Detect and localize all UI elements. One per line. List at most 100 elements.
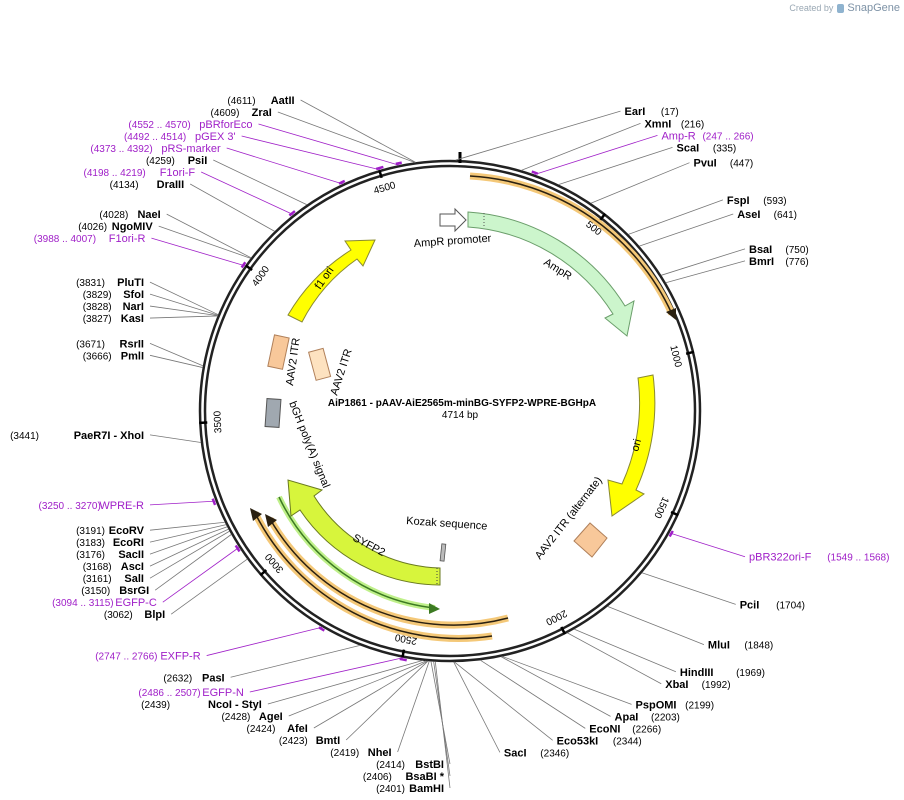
- primer-pgex-3-leader: [241, 135, 381, 171]
- f1-ori-arrow: [287, 239, 376, 323]
- site-bstbi-name: BstBI: [415, 759, 444, 771]
- site-pmli-leader: [149, 354, 203, 368]
- site-asci-position: (3168): [83, 562, 112, 573]
- primer-pbr322ori-f-leader: [669, 532, 746, 558]
- site-zrai-position: (4609): [211, 108, 240, 119]
- aav2-itr-box-2: [308, 347, 332, 381]
- site-asei-leader: [639, 213, 734, 247]
- backbone-outer-ring: [198, 159, 702, 663]
- site-bmti-leader: [345, 660, 429, 741]
- primer-exfp-r-position: (2747 .. 2766): [95, 652, 157, 663]
- site-naei-leader: [166, 213, 252, 259]
- site-agei-leader: [288, 660, 427, 717]
- site-sfoi-name: SfoI: [123, 289, 144, 301]
- site-nari-name: NarI: [123, 301, 144, 313]
- site-pmli-position: (3666): [83, 351, 112, 362]
- site-fspi-name: FspI: [727, 195, 750, 207]
- orf-arc-ampr-head: [666, 308, 676, 320]
- site-bamhi-position: (2401): [376, 784, 405, 795]
- site-apai-position: (2203): [651, 712, 680, 723]
- site-asci-leader: [149, 528, 229, 567]
- feature-label-aav2-itr-2: AAV2 ITR: [328, 347, 354, 396]
- site-rsrii-leader: [149, 342, 204, 367]
- site-ecori-leader: [149, 524, 227, 543]
- tick-label-4000: 4000: [250, 264, 272, 289]
- site-pluti-leader: [149, 281, 219, 316]
- plasmid-title: AiP1861 - pAAV-AiE2565m-minBG-SYFP2-WPRE…: [328, 398, 596, 409]
- site-pasi-leader: [230, 644, 361, 678]
- primer-f1ori-r-name: F1ori-R: [109, 233, 146, 245]
- site-afei-leader: [313, 660, 428, 729]
- primer-mark-exfp-r: [318, 626, 325, 632]
- site-ecorv-name: EcoRV: [109, 525, 145, 537]
- primer-f1ori-f-name: F1ori-F: [160, 167, 196, 179]
- tick-label-4500: 4500: [373, 180, 398, 197]
- site-apai-leader: [500, 656, 611, 717]
- site-pspomi-position: (2199): [685, 700, 714, 711]
- ori-arrow: [607, 374, 656, 517]
- site-eco53ki-leader: [454, 661, 553, 741]
- orf-arc-mid-line: [269, 518, 509, 626]
- site-asei-position: (641): [774, 210, 797, 221]
- site-nari-position: (3828): [83, 302, 112, 313]
- site-saci-position: (2346): [540, 748, 569, 759]
- primer-pbrforeco-position: (4552 .. 4570): [128, 120, 190, 131]
- primer-pbr322ori-f-name: pBR322ori-F: [749, 552, 812, 564]
- site-bsabi-name: BsaBI *: [405, 771, 444, 783]
- primer-wpre-r-position: (3250 .. 3270): [39, 501, 101, 512]
- site-pasi-name: PasI: [202, 672, 225, 684]
- site-econi-leader: [480, 659, 586, 729]
- site-paer7i-xhoi-position: (3441): [10, 431, 39, 442]
- site-ecorv-leader: [149, 521, 226, 531]
- site-pcii-name: PciI: [740, 599, 760, 611]
- site-sfoi-position: (3829): [83, 290, 112, 301]
- feature-label-kozak: Kozak sequence: [406, 515, 488, 533]
- site-bmri-leader: [665, 260, 746, 284]
- site-pcii-position: (1704): [776, 600, 805, 611]
- site-labels: EarI(17)AatII(4611)ZraI(4609)XmnI(216)Sc…: [10, 95, 889, 795]
- site-pvui-leader: [590, 162, 690, 204]
- site-saci-leader: [453, 661, 501, 753]
- primer-mark-pbrforeco: [395, 161, 402, 166]
- kozak-sequence-box: [439, 543, 447, 562]
- site-ncoi-styi-position: (2439): [141, 700, 170, 711]
- primer-egfp-c-name: EGFP-C: [115, 597, 157, 609]
- primer-wpre-r-leader: [149, 500, 216, 506]
- site-xmni-position: (216): [681, 119, 704, 130]
- site-sacii-name: SacII: [118, 549, 144, 561]
- site-pasi-position: (2632): [163, 673, 192, 684]
- primer-mark-wpre-r: [211, 498, 217, 506]
- site-ecorv-position: (3191): [76, 526, 105, 537]
- primer-pbrforeco-leader: [258, 123, 400, 166]
- primer-f1ori-r-position: (3988 .. 4007): [34, 234, 96, 245]
- site-bsrgi-position: (3150): [81, 586, 110, 597]
- tick-label-3500: 3500: [212, 410, 224, 433]
- site-bamhi-name: BamHI: [409, 783, 444, 795]
- site-bstbi-position: (2414): [376, 760, 405, 771]
- site-eari-name: EarI: [625, 106, 646, 118]
- site-econi-position: (2266): [632, 724, 661, 735]
- site-paer7i-xhoi-name: PaeR7I - XhoI: [74, 430, 144, 442]
- site-xbai-position: (1992): [702, 680, 731, 691]
- site-bsai-position: (750): [785, 245, 808, 256]
- primer-mark-pgex-3: [375, 165, 384, 171]
- feature-label-ampr-promoter: AmpR promoter: [413, 233, 492, 250]
- primer-pgex-3-position: (4492 .. 4514): [124, 132, 186, 143]
- aav2-itr-box-1: [267, 334, 290, 370]
- site-scai-name: ScaI: [677, 142, 700, 154]
- site-psii-leader: [213, 159, 308, 206]
- site-psii-position: (4259): [146, 156, 175, 167]
- orf-arc-outer-head: [250, 508, 262, 521]
- site-draiii-name: DraIII: [157, 179, 185, 191]
- site-bmri-name: BmrI: [749, 256, 774, 268]
- site-psii-name: PsiI: [188, 155, 208, 167]
- tick-label-1000: 1000: [667, 344, 683, 369]
- site-scai-position: (335): [713, 143, 736, 154]
- site-bmti-position: (2423): [279, 736, 308, 747]
- primer-amp-r-leader: [534, 134, 658, 175]
- site-asei-name: AseI: [737, 209, 760, 221]
- primer-pbrforeco-name: pBRforEco: [199, 119, 252, 131]
- ampr-promoter-arrow: [439, 207, 467, 233]
- site-mlui-leader: [607, 606, 705, 645]
